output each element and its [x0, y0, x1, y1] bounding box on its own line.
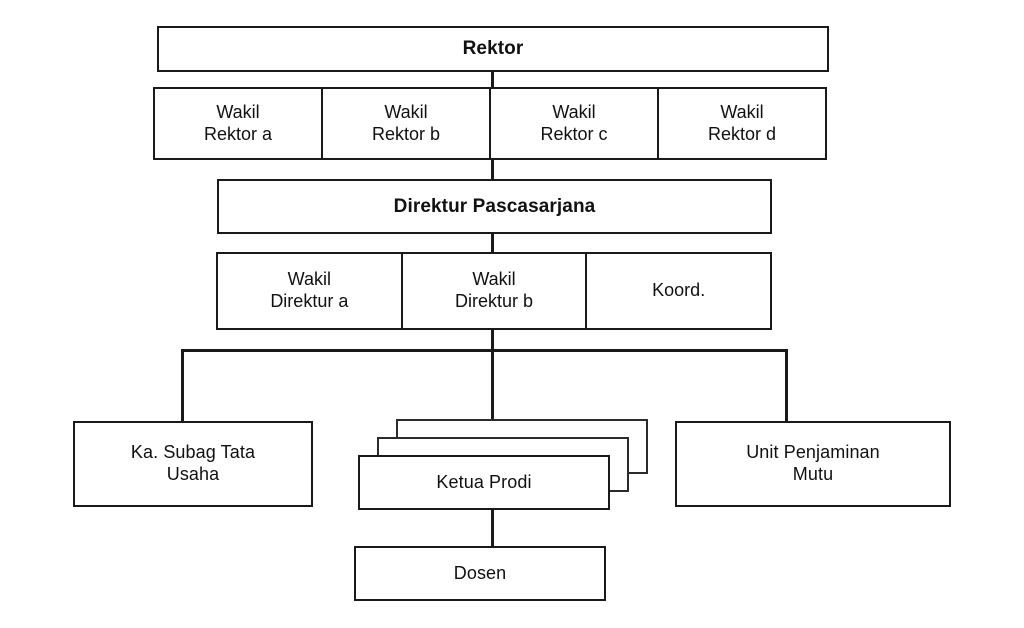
node-wakil-direktur-a-label: Wakil Direktur a: [270, 269, 349, 311]
node-unit-penjaminan-mutu[interactable]: Unit Penjaminan Mutu: [675, 421, 951, 507]
node-wakil-rektor-d-label: Wakil Rektor d: [707, 101, 777, 144]
node-dosen-label: Dosen: [453, 562, 507, 583]
node-wakil-direktur-b-label: Wakil Direktur b: [454, 269, 534, 311]
node-wakil-rektor-d[interactable]: Wakil Rektor d: [659, 89, 825, 158]
connector-rektor-to-wakil-rektor: [491, 71, 494, 89]
node-ketua-prodi-label: Ketua Prodi: [436, 471, 532, 492]
node-rektor-label: Rektor: [462, 38, 524, 60]
node-koordinator[interactable]: Koord.: [587, 254, 771, 328]
node-rektor[interactable]: Rektor: [157, 26, 829, 72]
node-ka-subag-tata-usaha[interactable]: Ka. Subag Tata Usaha: [73, 421, 313, 507]
node-wakil-rektor-a[interactable]: Wakil Rektor a: [155, 89, 323, 158]
node-dosen[interactable]: Dosen: [354, 546, 606, 601]
distribution-bus: [181, 349, 788, 352]
node-koordinator-label: Koord.: [652, 280, 706, 301]
node-wakil-rektor-b[interactable]: Wakil Rektor b: [323, 89, 491, 158]
connector-wakil-rektor-to-direktur: [491, 159, 494, 180]
connector-wakil-direktur-to-bus: [491, 329, 494, 351]
wakil-rektor-row: Wakil Rektor a Wakil Rektor b Wakil Rekt…: [153, 87, 827, 160]
node-wakil-rektor-c[interactable]: Wakil Rektor c: [491, 89, 659, 158]
connector-bus-to-penjaminan-mutu: [785, 349, 788, 423]
node-ketua-prodi[interactable]: Ketua Prodi: [358, 455, 610, 510]
connector-direktur-to-wakil-direktur: [491, 233, 494, 253]
node-wakil-rektor-a-label: Wakil Rektor a: [203, 101, 273, 144]
node-unit-penjaminan-mutu-label: Unit Penjaminan Mutu: [746, 442, 880, 484]
node-wakil-rektor-c-label: Wakil Rektor c: [540, 101, 608, 144]
connector-bus-to-tata-usaha: [181, 349, 184, 423]
node-wakil-direktur-a[interactable]: Wakil Direktur a: [218, 254, 403, 328]
node-direktur-pascasarjana-label: Direktur Pascasarjana: [393, 195, 596, 217]
node-direktur-pascasarjana[interactable]: Direktur Pascasarjana: [217, 179, 772, 234]
node-wakil-direktur-b[interactable]: Wakil Direktur b: [402, 254, 588, 328]
node-ka-subag-tata-usaha-label: Ka. Subag Tata Usaha: [130, 442, 256, 484]
connector-ketua-prodi-to-dosen: [491, 508, 494, 546]
connector-bus-to-ketua-prodi: [491, 349, 494, 421]
node-wakil-rektor-b-label: Wakil Rektor b: [371, 101, 441, 144]
wakil-direktur-row: Wakil Direktur a Wakil Direktur b Koord.: [216, 252, 772, 330]
